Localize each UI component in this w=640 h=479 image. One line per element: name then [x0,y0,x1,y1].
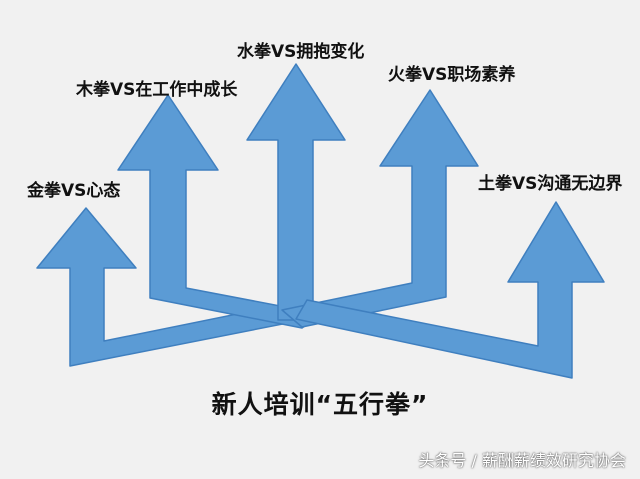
arrow-group [36,63,605,379]
branch-label-earth: 土拳VS沟通无边界 [478,174,623,194]
diagram-title: 新人培训“五行拳” [211,390,429,419]
arrow-earth [295,201,605,379]
branch-label-wood: 木拳VS在工作中成长 [76,80,238,100]
branch-label-fire: 火拳VS职场素养 [388,65,516,85]
arrow-water [246,63,346,321]
branch-label-water: 水拳VS拥抱变化 [237,42,365,62]
arrow-fire [281,89,479,328]
watermark-text: 头条号 / 薪酬薪绩效研究协会 [418,451,626,470]
branch-label-metal: 金拳VS心态 [27,181,121,201]
